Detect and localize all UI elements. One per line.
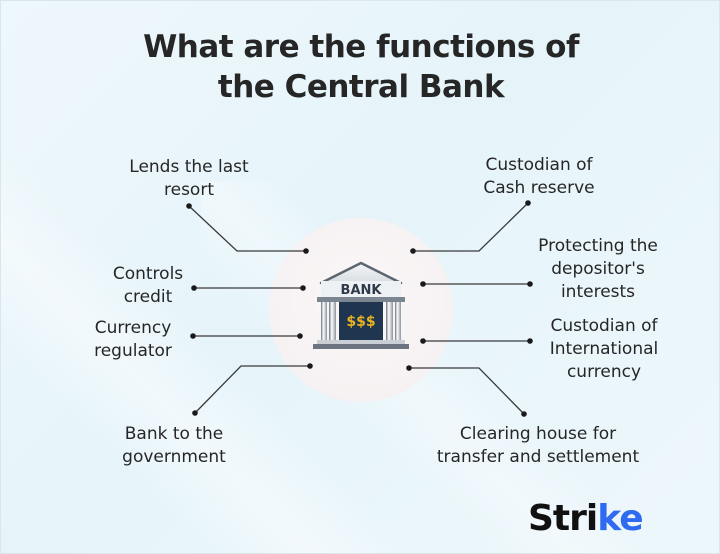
title-line-1: What are the functions of	[143, 29, 579, 65]
connector-bank-to-government	[194, 365, 310, 414]
label-bank-to-government: Bank to the government	[122, 424, 226, 467]
page-title: What are the functions of the Central Ba…	[1, 27, 719, 107]
label-custodian-international-currency: Custodian of International currency	[549, 316, 659, 382]
strike-logo: Strike	[528, 497, 644, 541]
connector-clearing-house	[409, 367, 525, 415]
title-line-2: the Central Bank	[217, 69, 505, 105]
bank-building-icon: BANK $$$	[313, 261, 409, 349]
label-lends-last-resort: Lends the last resort	[129, 157, 249, 200]
connector-cash-reserve	[413, 202, 529, 252]
label-custodian-cash-reserve: Custodian of Cash reserve	[483, 155, 595, 198]
svg-text:BANK: BANK	[341, 283, 383, 298]
label-controls-credit: Controls credit	[112, 264, 184, 307]
svg-text:$$$: $$$	[346, 314, 375, 330]
logo-text-main: Stri	[528, 498, 598, 539]
label-clearing-house: Clearing house for transfer and settleme…	[436, 424, 640, 467]
label-protecting-depositors: Protecting the depositor's interests	[538, 236, 658, 302]
connector-lends-last-resort	[188, 205, 306, 252]
logo-text-accent: ke	[597, 498, 643, 539]
label-currency-regulator: Currency regulator	[94, 318, 172, 361]
